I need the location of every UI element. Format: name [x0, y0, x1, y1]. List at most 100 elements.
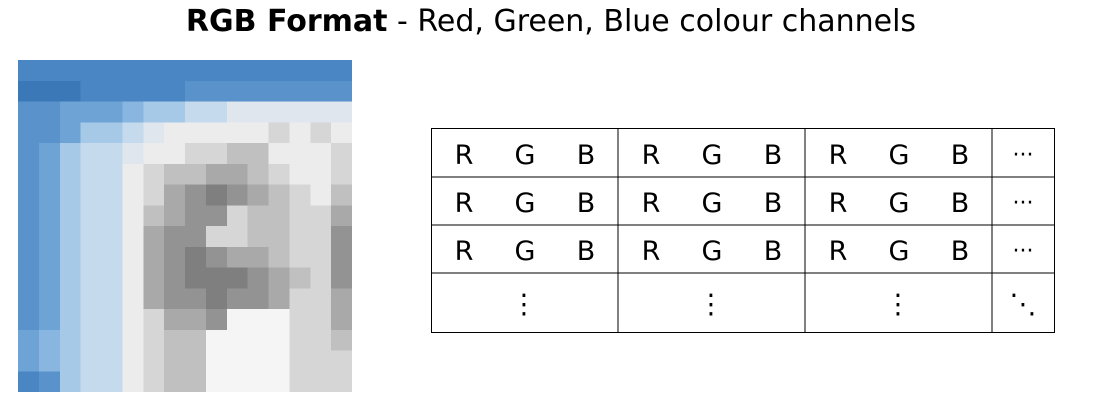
pixel: [310, 350, 332, 372]
pixel: [122, 267, 144, 289]
pixel: [164, 371, 186, 392]
pixel: [18, 184, 40, 206]
pixel: [268, 163, 290, 185]
pixel: [268, 309, 290, 331]
pixel: [143, 205, 165, 227]
title-rest: - Red, Green, Blue colour channels: [387, 4, 917, 39]
pixel: [143, 329, 165, 351]
pixel: [310, 163, 332, 185]
pixel: [205, 163, 228, 185]
pixel: [310, 205, 332, 227]
pixel: [101, 350, 123, 372]
pixel: [101, 226, 123, 248]
pixel: [289, 309, 311, 331]
pixel: [185, 329, 207, 351]
pixel: [143, 101, 165, 123]
pixel: [185, 309, 207, 331]
pixel: [38, 184, 61, 206]
pixel: [247, 226, 269, 248]
pixel: [205, 143, 228, 165]
pixel: [18, 350, 40, 372]
pixel: [205, 122, 228, 144]
cell-r: R: [642, 140, 661, 171]
pixel: [38, 80, 61, 102]
pixel: [101, 80, 123, 102]
pixel: [143, 122, 165, 144]
cell-b: B: [951, 188, 970, 219]
cell-g: G: [515, 140, 536, 171]
pixel: [205, 226, 228, 248]
pixel: [205, 288, 228, 310]
cell-b: B: [577, 140, 596, 171]
cell-ellipsis: ···: [1013, 239, 1034, 264]
pixel: [59, 309, 82, 331]
pixel: [164, 163, 186, 185]
pixel: [59, 288, 82, 310]
cell-vertical-ellipsis: ⋮: [698, 289, 725, 320]
pixel: [122, 122, 144, 144]
pixel: [247, 122, 269, 144]
pixel: [101, 371, 123, 392]
pixel: [331, 143, 352, 165]
pixel: [185, 226, 207, 248]
pixel: [226, 267, 249, 289]
pixel: [205, 329, 228, 351]
pixel: [226, 122, 249, 144]
pixel: [164, 143, 186, 165]
pixel: [310, 246, 332, 268]
cell-ellipsis: ···: [1013, 191, 1034, 216]
pixel: [289, 371, 311, 392]
cell-b: B: [764, 188, 783, 219]
pixel: [289, 80, 311, 102]
cell-g: G: [889, 236, 910, 267]
pixel: [268, 226, 290, 248]
pixel: [38, 309, 61, 331]
pixel: [289, 143, 311, 165]
pixel: [38, 267, 61, 289]
pixel: [247, 288, 269, 310]
pixel: [310, 226, 332, 248]
pixel: [310, 101, 332, 123]
pixel: [268, 205, 290, 227]
pixel: [80, 143, 102, 165]
pixel: [268, 371, 290, 392]
pixel: [80, 350, 102, 372]
cell-vertical-ellipsis: ⋮: [511, 289, 538, 320]
pixel: [80, 371, 102, 392]
pixel: [38, 143, 61, 165]
cell-g: G: [889, 188, 910, 219]
pixel: [18, 309, 40, 331]
pixel: [143, 80, 165, 102]
cell-b: B: [577, 236, 596, 267]
pixel: [59, 329, 82, 351]
pixel: [122, 143, 144, 165]
pixel: [205, 184, 228, 206]
pixel: [226, 226, 249, 248]
pixel: [164, 80, 186, 102]
pixel: [38, 205, 61, 227]
pixel: [185, 246, 207, 268]
pixel: [80, 309, 102, 331]
pixel: [247, 350, 269, 372]
pixel: [80, 226, 102, 248]
pixel: [164, 60, 186, 82]
pixel: [289, 288, 311, 310]
cell-b: B: [577, 188, 596, 219]
pixel: [38, 226, 61, 248]
pixel: [59, 143, 82, 165]
pixel: [164, 309, 186, 331]
pixel: [80, 184, 102, 206]
pixel: [38, 122, 61, 144]
pixel: [247, 246, 269, 268]
pixel: [226, 205, 249, 227]
pixel: [268, 60, 290, 82]
pixel: [80, 288, 102, 310]
pixel: [122, 288, 144, 310]
title-bold: RGB Format: [185, 4, 388, 39]
pixel: [226, 163, 249, 185]
pixel: [289, 205, 311, 227]
pixel: [205, 205, 228, 227]
pixel: [80, 246, 102, 268]
pixel: [38, 350, 61, 372]
pixel: [247, 184, 269, 206]
